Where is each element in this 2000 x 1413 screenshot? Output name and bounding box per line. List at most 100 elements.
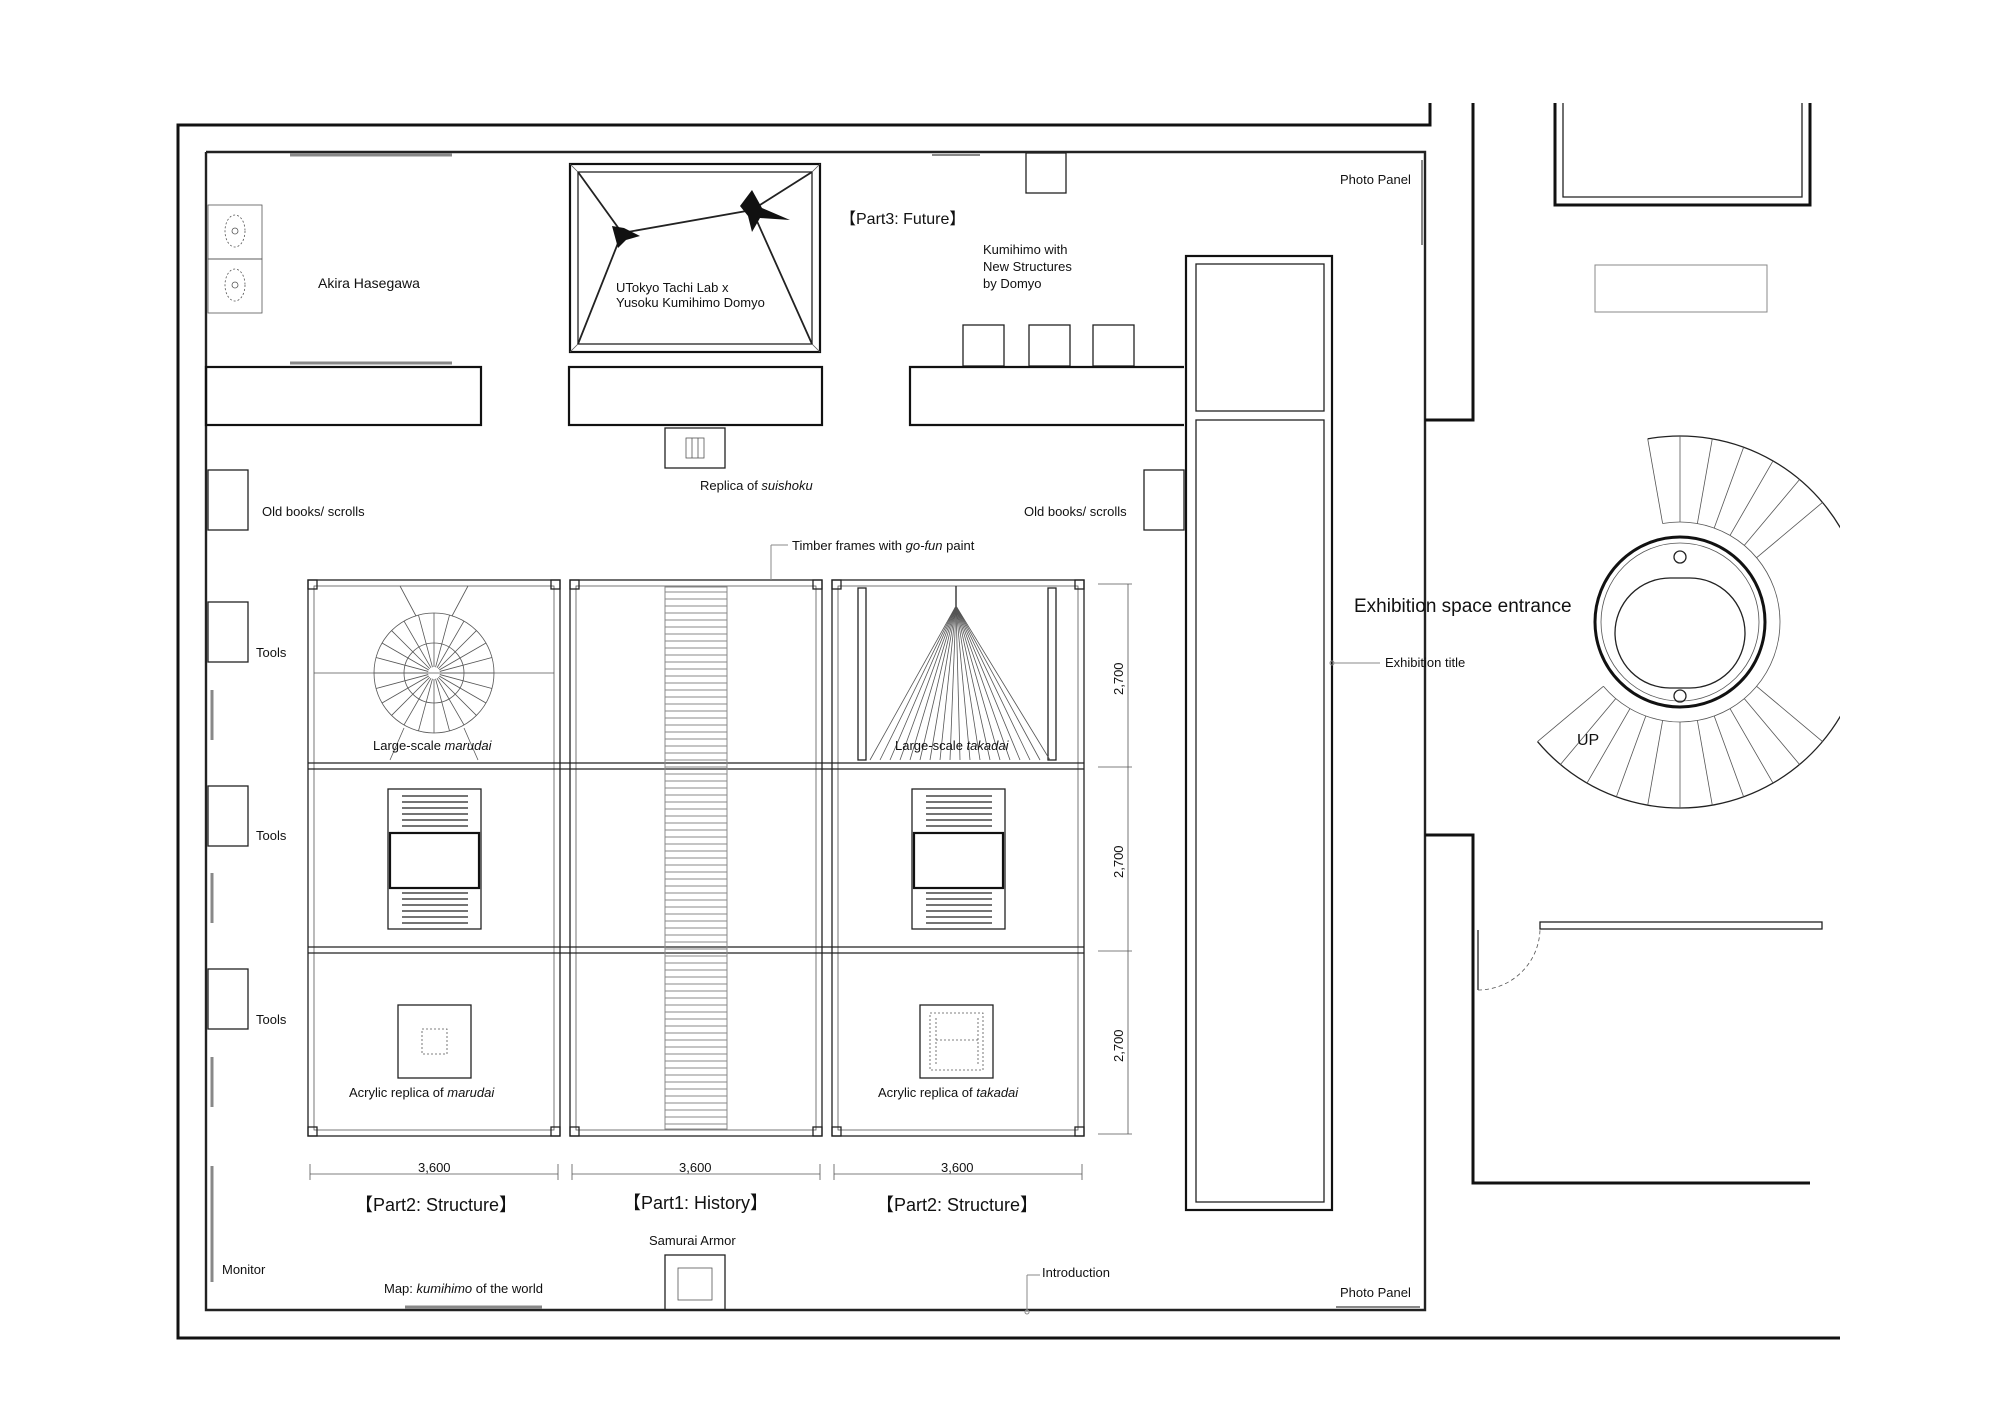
label-part3-future: 【Part3: Future】	[840, 211, 965, 228]
timber-frame-grid	[307, 579, 1085, 1137]
drawing-line	[1729, 460, 1774, 536]
dimension-lines	[309, 583, 1132, 1180]
label-old-books-left: Old books/ scrolls	[262, 504, 365, 519]
label-stair-up: UP	[1577, 732, 1599, 749]
acrylic-replica-marudai	[397, 1004, 472, 1079]
drawing-line	[391, 630, 431, 670]
drawing-line	[1647, 720, 1664, 806]
label-monitor: Monitor	[222, 1262, 266, 1277]
label-exhibition-entrance: Exhibition space entrance	[1354, 596, 1572, 617]
label-timber-frames: Timber frames with go-fun paint	[792, 538, 975, 553]
drawing-line	[889, 605, 957, 761]
drawing-line	[949, 605, 957, 761]
drawing-line	[955, 605, 1051, 761]
label-kumihimo-line-2: New Structures	[983, 259, 1072, 274]
large-scale-takadai	[857, 586, 1057, 761]
label-tools-3: Tools	[256, 1012, 287, 1027]
drawing-line	[436, 677, 465, 726]
bottom-fixtures	[405, 1254, 1420, 1315]
drawing-line	[437, 630, 477, 670]
drawing-line	[1756, 685, 1823, 742]
drawing-line	[439, 674, 493, 689]
kumihimo-new-structures-display	[908, 324, 1184, 427]
label-kumihimo-line-1: Kumihimo with	[983, 242, 1068, 257]
label-utokyo-line-2: Yusoku Kumihimo Domyo	[616, 295, 765, 310]
outer-walls	[176, 103, 1840, 1340]
drawing-line	[939, 605, 957, 761]
utokyo-display	[567, 162, 824, 469]
dim-height-1: 2,700	[1111, 662, 1126, 695]
drawing-line	[439, 657, 493, 672]
label-part1-history: 【Part1: History】	[623, 1193, 768, 1213]
dim-width-1: 3,600	[418, 1160, 451, 1175]
dim-height-2: 2,700	[1111, 845, 1126, 878]
drawing-line	[955, 605, 1031, 761]
stair-outer-edge	[1537, 435, 1840, 809]
label-large-takadai: Large-scale takadai	[895, 738, 1010, 753]
label-photo-panel-bottom: Photo Panel	[1340, 1285, 1411, 1300]
label-akira-hasegawa: Akira Hasegawa	[318, 275, 420, 291]
drawing-line	[929, 605, 957, 761]
label-samurai-armor: Samurai Armor	[649, 1233, 736, 1248]
drawing-line	[375, 674, 429, 689]
label-map-kumihimo: Map: kumihimo of the world	[384, 1281, 543, 1296]
drawing-line	[1647, 438, 1664, 524]
drawing-line	[1729, 708, 1774, 784]
drawing-line	[1713, 447, 1744, 529]
label-part2-structure-right: 【Part2: Structure】	[876, 1195, 1038, 1215]
drawing-line	[438, 675, 487, 704]
acrylic-replica-takadai	[919, 1004, 994, 1079]
drawing-line	[955, 605, 1041, 761]
label-exhibition-title: Exhibition title	[1385, 655, 1465, 670]
drawing-line	[955, 605, 1011, 761]
drawing-line	[1586, 708, 1631, 784]
drawing-line	[1713, 715, 1744, 797]
akira-hasegawa-display	[204, 204, 483, 427]
drawing-line	[955, 605, 961, 761]
label-tools-2: Tools	[256, 828, 287, 843]
drawing-line	[899, 605, 957, 761]
drawing-line	[418, 614, 433, 668]
dim-width-2: 3,600	[679, 1160, 712, 1175]
drawing-line	[437, 676, 477, 716]
drawing-line	[418, 678, 433, 732]
drawing-line	[1696, 720, 1713, 806]
vitrine-right	[911, 788, 1006, 930]
stair-inner-edge	[1603, 521, 1781, 723]
dim-height-3: 2,700	[1111, 1029, 1126, 1062]
drawing-line	[391, 676, 431, 716]
drawing-line	[1560, 698, 1617, 765]
label-utokyo-line-1: UTokyo Tachi Lab x	[616, 280, 729, 295]
drawing-line	[955, 605, 1001, 761]
drawing-line	[879, 605, 957, 761]
label-part2-structure-left: 【Part2: Structure】	[355, 1195, 517, 1215]
label-kumihimo-line-3: by Domyo	[983, 276, 1042, 291]
large-scale-marudai	[314, 585, 554, 761]
drawing-line	[435, 614, 450, 668]
drawing-line	[1743, 698, 1800, 765]
drawing-line	[1743, 479, 1800, 546]
drawing-line	[381, 642, 430, 671]
drawing-line	[1537, 685, 1604, 742]
label-photo-panel-top: Photo Panel	[1340, 172, 1411, 187]
drawing-line	[955, 605, 991, 761]
drawing-line	[438, 642, 487, 671]
drawing-line	[435, 678, 450, 732]
left-wall-displays	[207, 469, 1185, 1282]
vitrine-left	[387, 788, 482, 930]
spiral-staircase	[1537, 435, 1840, 809]
label-acrylic-takadai: Acrylic replica of takadai	[878, 1085, 1019, 1100]
label-replica-suishoku: Replica of suishoku	[700, 478, 813, 493]
drawing-line	[403, 620, 432, 669]
label-introduction: Introduction	[1042, 1265, 1110, 1280]
drawing-line	[1696, 438, 1713, 524]
label-acrylic-marudai: Acrylic replica of marudai	[349, 1085, 495, 1100]
label-old-books-right: Old books/ scrolls	[1024, 504, 1127, 519]
drawing-line	[909, 605, 957, 761]
dim-width-3: 3,600	[941, 1160, 974, 1175]
drawing-line	[375, 657, 429, 672]
drawing-line	[955, 605, 971, 761]
drawing-line	[869, 605, 957, 761]
drawing-line	[919, 605, 957, 761]
